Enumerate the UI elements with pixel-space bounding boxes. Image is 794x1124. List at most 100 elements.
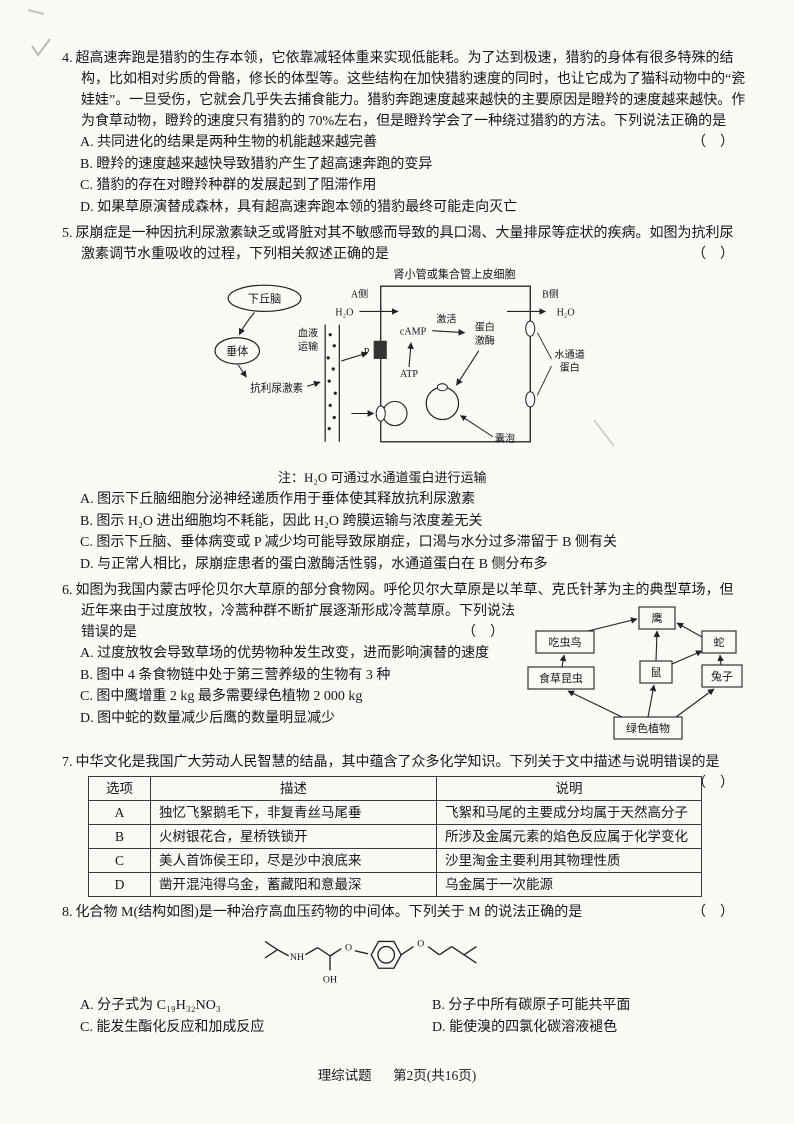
answer-bracket: （ ） [692,905,734,920]
bird-label: 吃虫鸟 [549,635,582,649]
hypothalamus-shape [227,284,302,313]
receptor-p-label: P [364,347,370,358]
activate-label: 激活 [436,313,456,326]
cell-description: 火树银花合，星桥铁锁开 [150,824,437,849]
question-5: 5.尿崩症是一种因抗利尿激素缺乏或肾脏对其不敏感而导致的具口渴、大量排尿等症状的… [62,223,746,575]
option-d: D. 能使溴的四氯化碳溶液褪色 [432,1020,618,1035]
benzene-circle [377,945,396,964]
question-number: 6. [62,583,73,598]
blood-transport-label: 运输 [298,340,318,353]
bird-box [535,630,595,654]
option-c: C. 猎豹的存在对瞪羚种群的发展起到了阻滞作用 [80,178,377,193]
nh-label: NH [290,952,304,963]
question-text: 如图为我国内蒙古呼伦贝尔大草原的部分食物网。呼伦贝尔大草原是以羊草、克氏针茅为主… [75,583,650,598]
cell-option: B [88,824,151,849]
cell-option: C [88,848,151,873]
question-6-stem: 6.如图为我国内蒙古呼伦贝尔大草原的部分食物网。呼伦贝尔大草原是以羊草、克氏针茅… [62,580,746,740]
option-b: B. 图中 4 条食物链中处于第三营养级的生物有 3 种 [80,667,391,683]
protein-kinase-label: 激酶 [475,334,495,347]
tail-bonds [400,946,477,964]
vesicle-shape [425,386,460,421]
compound-m-structure: NH OH O O [264,939,477,986]
cell-title-label: 肾小管或集合管上皮细胞 [393,268,515,281]
question-8-stem: 8.化合物 M(结构如图)是一种治疗高血压药物的中间体。下列关于 M 的说法正确… [62,902,746,923]
o-label: O [345,943,352,954]
answer-bracket: （ ） [692,776,734,791]
diagram-note: 注：H₂O 可通过水通道蛋白进行运输 [278,470,487,485]
table-row: C 美人首饰侯王印，尽是沙中浪底来 沙里淘金主要利用其物理性质 [88,848,702,873]
aquaporin-channel [525,320,536,337]
page-footer: 理综试题 第2页(共16页) [0,1064,794,1084]
table-header-row: 选项 描述 说明 [88,776,702,801]
vesicle-label: 囊泡 [495,432,515,445]
answer-bracket: （ ） [692,247,734,262]
receptor-p [373,340,387,359]
q8-options: A. 分子式为 C₁₉H₃₂NO₃ B. 分子中所有碳原子可能共平面 C. 能发… [62,995,746,1039]
hawk-label: 鹰 [652,611,663,625]
aquaporin-label: 水通道 [555,348,585,361]
cell-option: D [88,872,151,897]
h2o-in-label: H₂O [335,307,353,318]
cell-description: 独忆飞絮鹅毛下，非复青丝马尾垂 [150,800,437,825]
question-number: 4. [62,51,73,66]
aquaporin-channel [525,391,536,408]
h2o-out-label: H₂O [557,307,575,318]
hawk-box [638,606,676,630]
cell-explanation: 乌金属于一次能源 [436,872,702,897]
isopropyl-group [264,940,290,959]
benzene-ring [370,940,402,969]
oh-label: OH [323,975,337,986]
food-web-arrows [559,617,724,718]
snake-box [701,630,737,654]
plant-label: 绿色植物 [626,721,670,735]
table-row: A 独忆飞絮鹅毛下，非复青丝马尾垂 飞絮和马尾的主要成分均属于天然高分子 [88,800,702,825]
hormone-dots [326,333,337,431]
question-text: 尿崩症是一种因抗利尿激素缺乏或肾脏对其不敏感而导致的具口渴、大量排尿等症状的疾病… [75,226,734,262]
question-text: 化合物 M(结构如图)是一种治疗高血压药物的中间体。下列关于 M 的说法正确的是 [75,905,583,920]
blood-vessel-walls [324,324,340,442]
question-6: 6.如图为我国内蒙古呼伦贝尔大草原的部分食物网。呼伦贝尔大草原是以羊草、克氏针茅… [62,580,746,747]
protein-kinase-label: 蛋白 [475,321,495,334]
answer-bracket: （ ） [462,625,504,640]
col-header-explanation: 说明 [436,776,702,801]
snake-label: 蛇 [714,635,725,649]
question-number: 8. [62,905,73,920]
adh-regulation-diagram: 肾小管或集合管上皮细胞 下丘脑 垂体 抗利尿激素 血液 运输 A侧 H₂O B侧 [214,267,585,445]
activate-arrow [432,328,466,336]
check-mark [31,38,51,57]
mouse-label: 鼠 [651,665,662,679]
channel-on-vesicle [436,383,448,392]
footer-paper-title: 理综试题 [317,1068,372,1083]
cell-explanation: 所涉及金属元素的焰色反应属于化学变化 [436,824,702,849]
vesicle-pointer [460,415,494,438]
option-d: D. 图中蛇的数量减少后鹰的数量明显减少 [80,710,336,726]
atp-to-camp-arrow [407,342,414,368]
cell-explanation: 飞絮和马尾的主要成分均属于天然高分子 [436,800,702,825]
adh-to-blood-arrow [306,380,321,388]
option-c: C. 图中鹰增重 2 kg 最多需要绿色植物 2 000 kg [80,689,363,704]
epithelial-cell [380,285,531,443]
pencil-mark [27,9,45,15]
kinase-to-vesicle-arrow [456,350,480,386]
question-text: 超高速奔跑是猎豹的生存本领，它依靠减轻体重来实现低能耗。为了达到极速，猎豹的身体… [75,51,746,129]
option-d: D. 与正常人相比，尿崩症患者的蛋白激酶活性弱，水通道蛋白在 B 侧分布多 [80,556,548,572]
pituitary-label: 垂体 [226,344,248,358]
question-number: 7. [62,755,73,770]
cell-option: A [88,800,151,825]
rabbit-label: 兔子 [711,669,733,683]
rabbit-box [701,664,743,688]
hypothalamus-label: 下丘脑 [248,292,281,305]
side-b-label: B侧 [542,287,559,300]
question-7: 7.中华文化是我国广大劳动人民智慧的结晶，其中蕴含了众多化学知识。下列关于文中描… [62,752,746,897]
ether-bonds [329,948,369,957]
atp-label: ATP [400,369,418,380]
camp-label: cAMP [400,327,427,338]
table-row: B 火树银花合，星桥铁锁开 所涉及金属元素的焰色反应属于化学变化 [88,824,702,849]
adh-label: 抗利尿激素 [250,381,303,394]
option-c: C. 图示下丘脑、垂体病变或 P 减少均可能导致尿崩症，口渴与水分过多滞留于 B… [80,535,617,550]
col-header-option: 选项 [88,776,151,801]
option-d: D. 如果草原演替成森林，具有超高速奔跑本领的猎豹最终可能走向灭亡 [80,199,518,215]
o-label: O [417,939,424,950]
answer-bracket: （ ） [692,135,734,150]
